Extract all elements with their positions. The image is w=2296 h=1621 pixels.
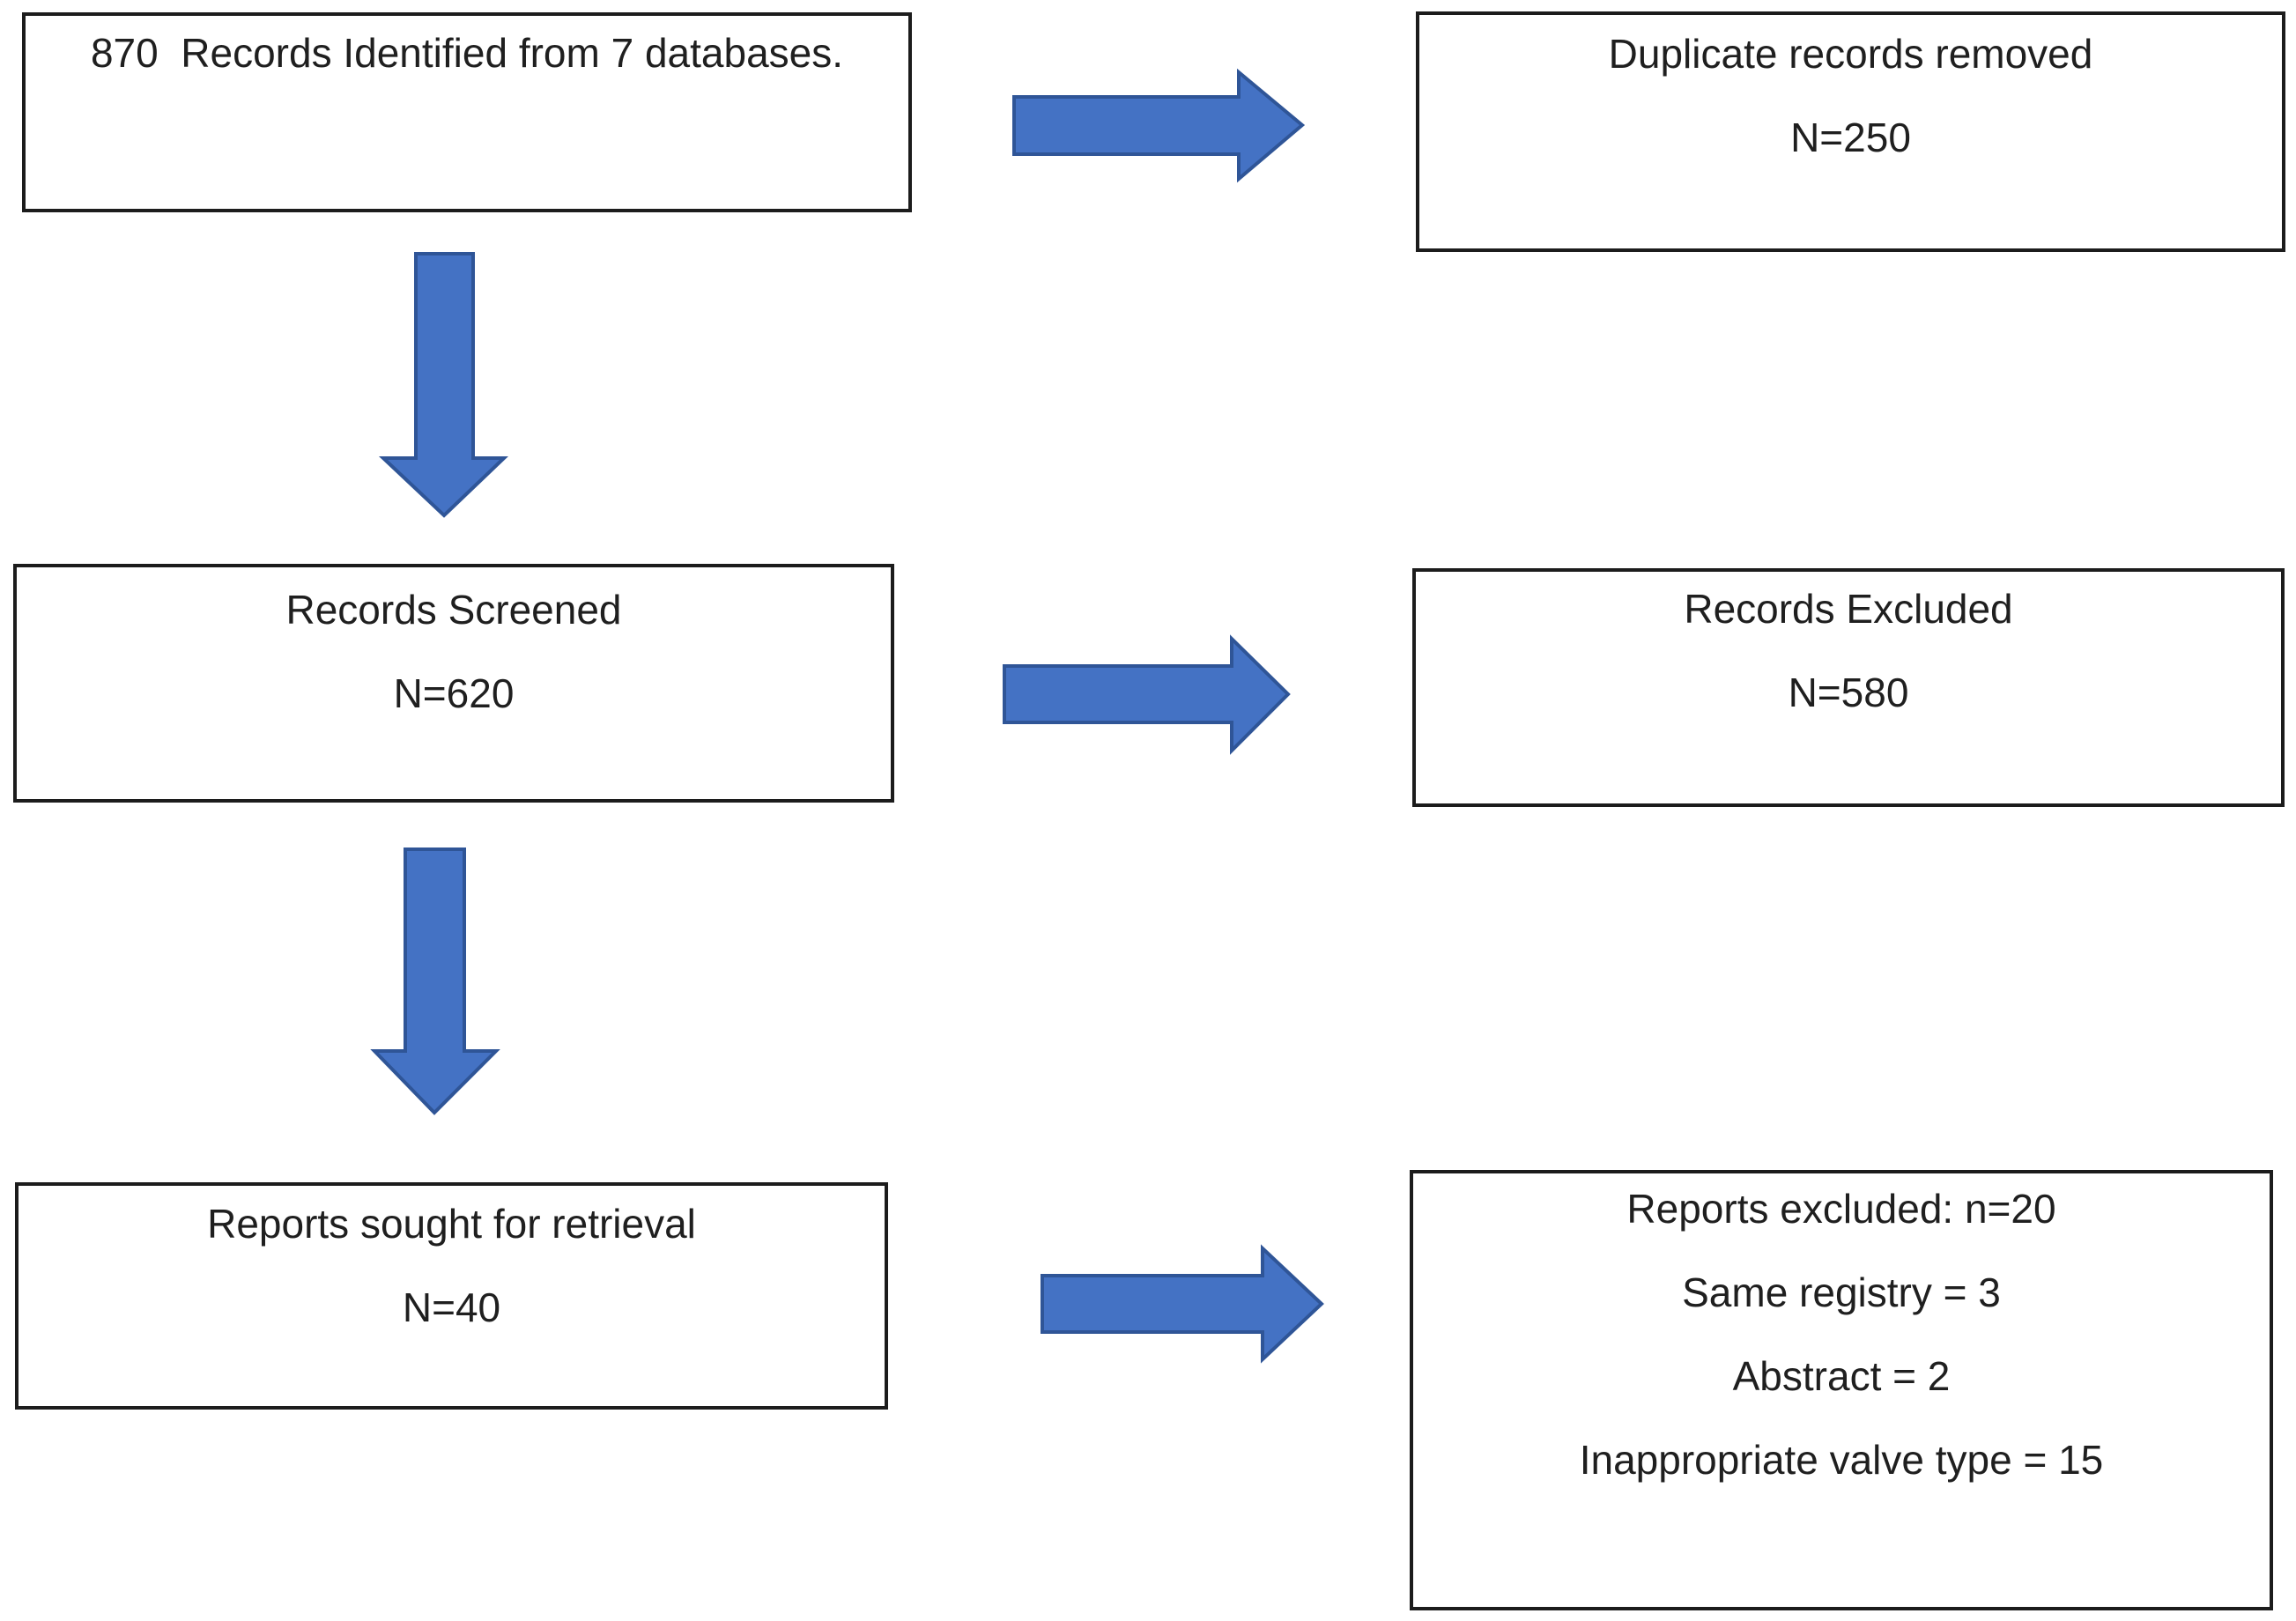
records-excluded-count: N=580: [1788, 670, 1909, 715]
reports-sought-count: N=40: [402, 1284, 501, 1330]
box-records-screened: Records Screened N=620: [13, 564, 894, 803]
records-excluded-text: Records Excluded: [1684, 586, 2013, 632]
reports-excluded-same-registry: Same registry = 3: [1682, 1269, 2001, 1315]
box-records-excluded: Records Excluded N=580: [1412, 568, 2285, 807]
records-screened-text: Records Screened: [285, 587, 622, 633]
reports-excluded-valve-type: Inappropriate valve type = 15: [1579, 1437, 2104, 1483]
arrow-right-bottom: [1041, 1244, 1324, 1364]
box-reports-excluded: Reports excluded: n=20 Same registry = 3…: [1410, 1170, 2273, 1610]
duplicates-removed-text: Duplicate records removed: [1608, 31, 2093, 77]
arrow-down-lower: [370, 848, 500, 1115]
box-duplicates-removed: Duplicate records removed N=250: [1416, 11, 2285, 252]
arrow-right-top: [1012, 68, 1306, 183]
arrow-down-upper: [378, 252, 508, 518]
box-records-identified: 870 Records Identified from 7 databases.: [22, 12, 912, 212]
arrow-right-middle: [1003, 634, 1291, 755]
box-reports-sought: Reports sought for retrieval N=40: [15, 1182, 888, 1410]
records-identified-text: 870 Records Identified from 7 databases.: [90, 30, 844, 76]
reports-sought-text: Reports sought for retrieval: [207, 1201, 696, 1247]
records-screened-count: N=620: [393, 670, 515, 716]
reports-excluded-abstract: Abstract = 2: [1732, 1353, 1951, 1399]
reports-excluded-total: Reports excluded: n=20: [1626, 1186, 2056, 1232]
duplicates-removed-count: N=250: [1790, 115, 1911, 160]
